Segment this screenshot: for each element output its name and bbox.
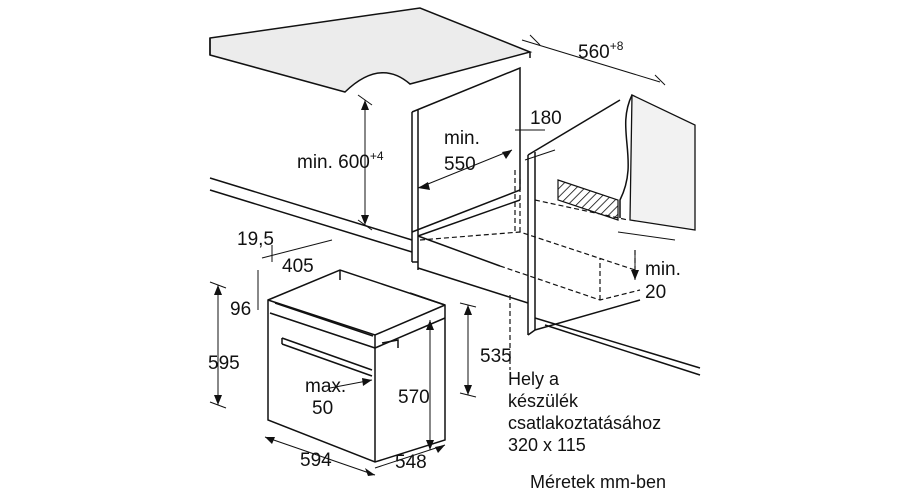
- width-cutout-label: 560+8: [578, 39, 624, 63]
- depth-min-label-line1: min.: [444, 128, 480, 149]
- top-offset-label: 96: [230, 299, 251, 320]
- connection-note-line1: Hely a: [508, 369, 560, 389]
- connection-note-line2: készülék: [508, 391, 579, 411]
- connection-area-hatch: [557, 179, 619, 221]
- oven-body: [267, 269, 446, 463]
- arrowheads: [214, 100, 639, 476]
- inner-height-label: 535: [480, 346, 512, 367]
- oven-depth-label: 548: [395, 452, 427, 473]
- oven-height-label: 595: [208, 353, 240, 374]
- depth-min-label-line2: 550: [444, 154, 476, 175]
- body-height-label: 570: [398, 387, 430, 408]
- front-offset-label: 405: [282, 256, 314, 277]
- countertop: [209, 7, 533, 93]
- right-wall: [619, 93, 696, 231]
- oven-door-handle: [281, 337, 399, 377]
- connection-note-line3: csatlakoztatásához: [508, 413, 661, 433]
- vent-depth-label: 180: [530, 108, 562, 129]
- side-gap-label-line2: 20: [645, 282, 666, 303]
- connection-note-line4: 320 x 115: [508, 435, 586, 455]
- side-gap-label-line1: min.: [645, 259, 681, 280]
- door-gap-label-line2: 50: [312, 398, 333, 419]
- connection-note: Hely a készülék csatlakoztatásához 320 x…: [508, 369, 661, 455]
- oven-width-label: 594: [300, 450, 332, 471]
- panel-thickness-label: 19,5: [237, 229, 274, 250]
- cabinet-frame: [209, 66, 701, 376]
- height-cutout-label: min. 600+4: [297, 149, 384, 173]
- door-gap-label-line1: max.: [305, 376, 346, 397]
- units-note: Méretek mm-ben: [530, 472, 666, 492]
